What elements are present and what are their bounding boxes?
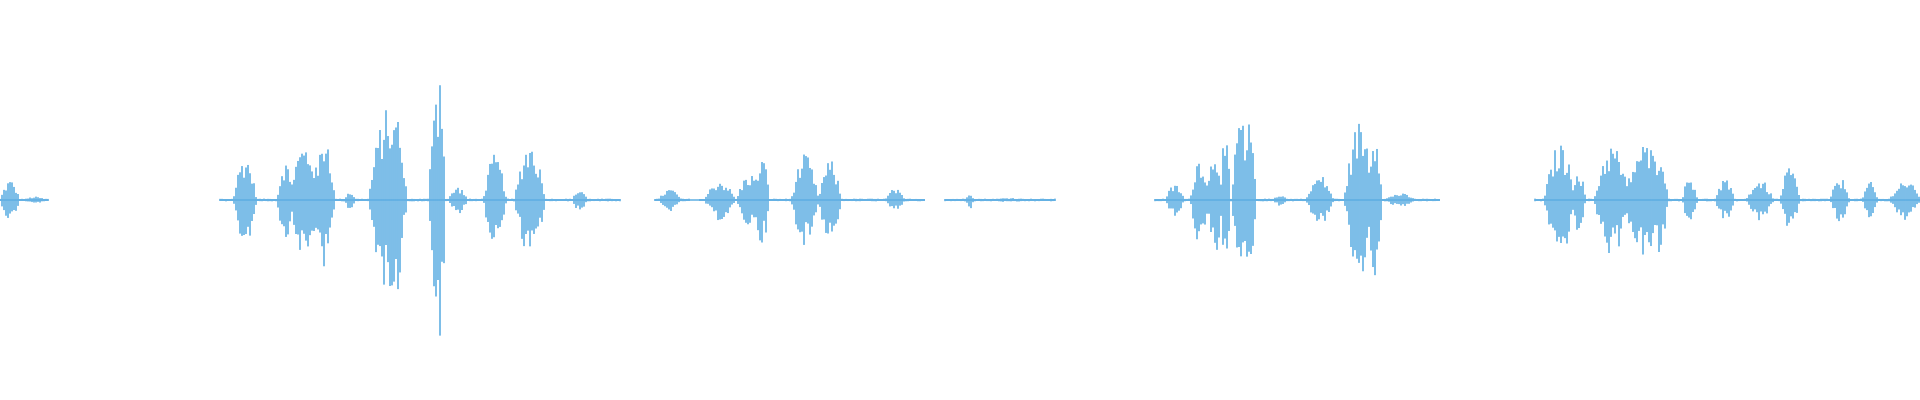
waveform-lines bbox=[0, 85, 1920, 336]
